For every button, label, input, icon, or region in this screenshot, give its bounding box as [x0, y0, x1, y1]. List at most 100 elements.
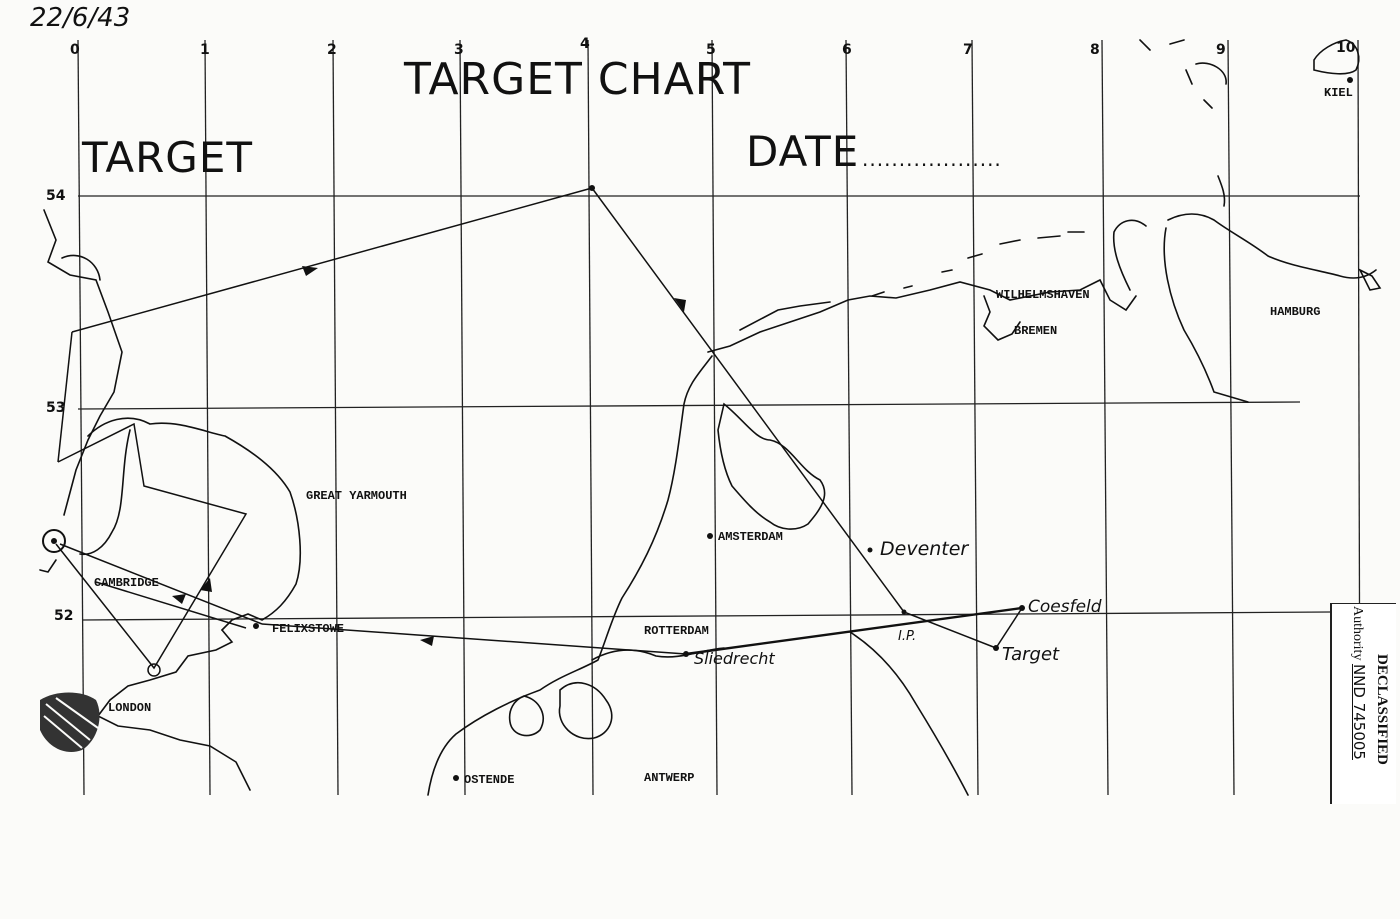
london-hatch-3 — [55, 697, 99, 729]
stamp-authority-value: NND 745005 — [1350, 663, 1368, 760]
lon-label-7: 7 — [963, 42, 973, 58]
route-assembly-loop — [55, 422, 248, 670]
meridian-8 — [1101, 39, 1109, 796]
lon-label-9: 9 — [1216, 42, 1226, 58]
coast-zeeland-island — [558, 681, 613, 740]
stamp-authority-label: Authority — [1350, 606, 1365, 661]
lat-label-54: 54 — [46, 188, 66, 204]
ip-dot — [901, 609, 907, 615]
route-leg-coesfeld-sliedrecht — [685, 606, 1023, 656]
label-antwerp: ANTWERP — [644, 771, 694, 785]
coast-elbe-south — [1163, 227, 1249, 403]
coastline-group — [39, 39, 1382, 796]
lon-label-5: 5 — [706, 42, 716, 58]
meridian-1 — [204, 39, 211, 796]
label-kiel: KIEL — [1324, 86, 1353, 100]
label-london: LONDON — [108, 701, 151, 715]
lon-label-6: 6 — [842, 42, 852, 58]
coast-mark-west — [39, 559, 57, 573]
grid-lines — [77, 39, 1361, 796]
felixstowe-dot — [253, 623, 259, 629]
route-arrows — [172, 266, 686, 646]
arrow-assembly — [200, 578, 212, 592]
target-dot — [993, 645, 999, 651]
route-lines — [55, 187, 1023, 670]
stamp-declassified: DECLASSIFIED — [1374, 654, 1390, 765]
island-texel-vlieland — [739, 301, 831, 331]
meridian-4 — [587, 39, 594, 796]
coast-wash — [79, 429, 131, 556]
coast-estuary-tees — [61, 254, 101, 281]
deventer-dot — [867, 547, 873, 553]
label-felixstowe: FELIXSTOWE — [272, 622, 344, 636]
arrow-return — [420, 636, 434, 646]
coast-ijsselmeer — [717, 402, 826, 530]
label-deventer: Deventer — [880, 538, 969, 560]
ostende-dot — [453, 775, 459, 781]
date-label: DATE — [746, 127, 859, 176]
assembly-point — [147, 663, 161, 677]
label-great-yarmouth: GREAT YARMOUTH — [306, 489, 407, 503]
typed-place-labels: KIEL WILHELMSHAVEN BREMEN HAMBURG GREAT … — [94, 86, 1353, 787]
lon-label-1: 1 — [200, 42, 210, 58]
arrow-outbound — [302, 266, 318, 276]
coast-thames — [96, 629, 251, 791]
stamp-authority-line: Authority NND 745005 — [1349, 606, 1368, 760]
route-leg-felixstowe-base — [59, 543, 263, 625]
meridian-2 — [332, 39, 339, 796]
coast-norfolk — [87, 417, 302, 631]
lon-label-0: 0 — [70, 42, 80, 58]
label-coesfeld: Coesfeld — [1028, 597, 1102, 617]
route-leg-ip-target — [903, 611, 997, 649]
coast-frisian-mainland — [707, 278, 1137, 353]
kiel-dot — [1347, 77, 1353, 83]
meridian-9 — [1227, 39, 1235, 796]
handwritten-route-labels: Deventer Coesfeld I.P. Target Sliedrecht — [694, 538, 1102, 668]
lon-label-3: 3 — [454, 42, 464, 58]
coast-lubeck — [1358, 268, 1382, 291]
meridian-0 — [77, 39, 85, 796]
coast-walcheren — [508, 695, 544, 737]
lon-label-2: 2 — [327, 42, 337, 58]
label-amsterdam: AMSTERDAM — [718, 530, 783, 544]
route-leg-climb — [57, 331, 73, 463]
place-dots — [253, 77, 1353, 781]
coast-weser — [983, 295, 1021, 341]
coast-kiel-bay — [1313, 39, 1360, 75]
label-ip: I.P. — [898, 629, 916, 644]
london-hatch-2 — [43, 715, 83, 749]
lon-label-4: 4 — [580, 36, 590, 52]
coast-eider — [1217, 175, 1226, 207]
island-chain — [871, 231, 1085, 297]
route-leg-return-sea — [261, 623, 687, 655]
label-ostende: OSTENDE — [464, 773, 514, 787]
route-leg-outbound-sea — [71, 187, 593, 333]
meridian-5 — [711, 39, 718, 796]
coast-rhine-river — [849, 631, 969, 796]
lat-label-53: 53 — [46, 400, 65, 416]
label-target: Target — [1002, 644, 1060, 665]
coast-holland — [427, 355, 713, 796]
meridian-3 — [459, 39, 466, 796]
grid-number-group: 0 1 2 3 4 5 6 7 8 9 10 54 53 52 — [46, 36, 1356, 624]
coast-denmark-fragments — [1139, 39, 1227, 109]
route-leg-to-ip — [591, 187, 905, 613]
meridian-6 — [845, 39, 853, 796]
label-bremen: BREMEN — [1014, 324, 1057, 338]
arrow-southeast — [674, 298, 686, 312]
parallel-53 — [77, 401, 1301, 410]
base-dot — [51, 538, 57, 544]
label-hamburg: HAMBURG — [1270, 305, 1320, 319]
lon-label-10: 10 — [1336, 40, 1356, 56]
chart-title: TARGET CHART — [403, 54, 751, 105]
label-sliedrecht: Sliedrecht — [694, 649, 775, 668]
handwritten-date: 22/6/43 — [30, 3, 130, 33]
amsterdam-dot — [707, 533, 713, 539]
label-cambridge: CAMBRIDGE — [94, 576, 159, 590]
route-leg-cambridge — [95, 581, 247, 629]
route-leg-target-coesfeld — [995, 607, 1023, 649]
coast-elbe-north — [1167, 213, 1377, 279]
turn-point-dot — [589, 185, 595, 191]
